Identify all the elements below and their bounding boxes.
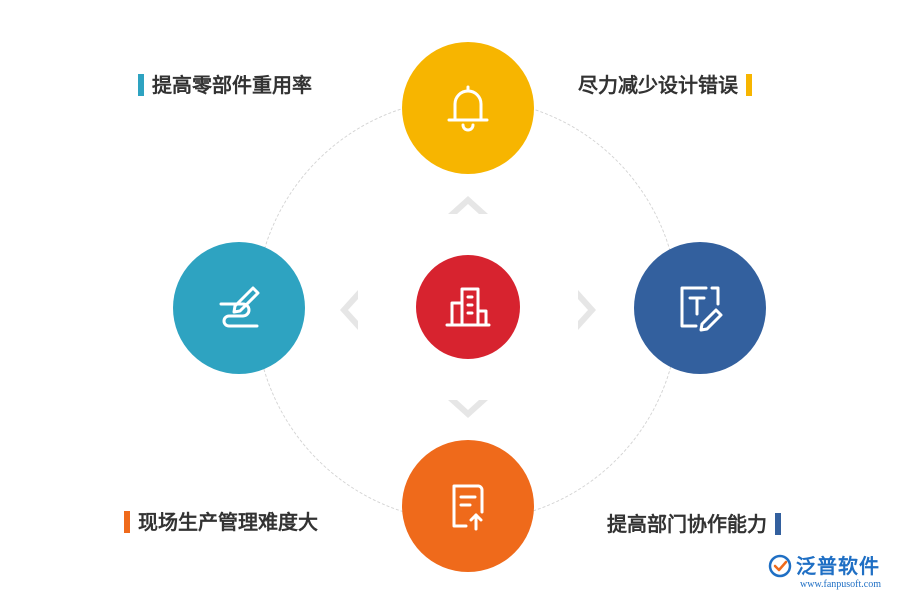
watermark-name: 泛普软件 xyxy=(796,554,880,578)
arrow-up-icon xyxy=(448,196,488,214)
arrow-down-icon xyxy=(448,400,488,418)
document-upload-icon xyxy=(452,484,484,531)
label-bottom-left: 现场生产管理难度大 xyxy=(124,510,318,534)
pen-signature-icon xyxy=(219,286,260,328)
label-top-right-text: 尽力减少设计错误 xyxy=(578,73,738,97)
building-icon xyxy=(445,287,491,327)
node-document xyxy=(402,440,534,572)
arrow-right-icon xyxy=(578,290,596,330)
label-top-right: 尽力减少设计错误 xyxy=(578,73,752,97)
node-bell xyxy=(402,42,534,174)
accent-bar xyxy=(124,511,130,533)
arrow-left-icon xyxy=(340,290,358,330)
bell-icon xyxy=(447,85,489,132)
label-top-left-text: 提高零部件重用率 xyxy=(152,73,312,97)
fanpu-logo-icon xyxy=(768,554,792,578)
label-bottom-left-text: 现场生产管理难度大 xyxy=(138,510,318,534)
accent-bar xyxy=(775,513,781,535)
text-edit-icon xyxy=(680,286,723,332)
label-top-left: 提高零部件重用率 xyxy=(138,73,312,97)
node-text-edit xyxy=(634,242,766,374)
label-bottom-right-text: 提高部门协作能力 xyxy=(607,512,767,536)
accent-bar xyxy=(746,74,752,96)
label-bottom-right: 提高部门协作能力 xyxy=(607,512,781,536)
watermark-url: www.fanpusoft.com xyxy=(800,579,882,590)
node-building xyxy=(416,255,520,359)
node-pen xyxy=(173,242,305,374)
accent-bar xyxy=(138,74,144,96)
watermark: 泛普软件 www.fanpusoft.com xyxy=(768,553,892,597)
